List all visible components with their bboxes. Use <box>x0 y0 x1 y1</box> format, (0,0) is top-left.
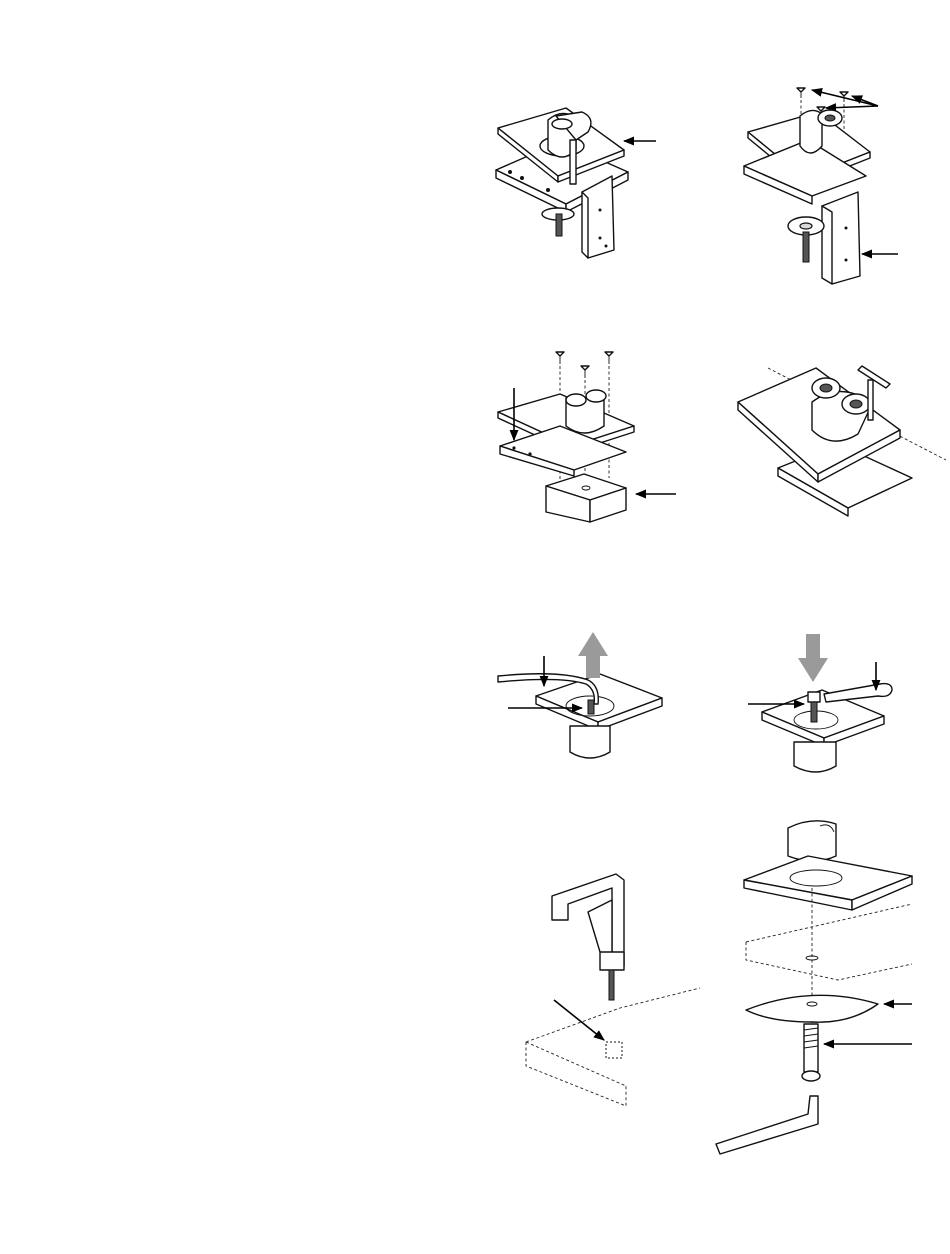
mount-plate <box>744 856 912 910</box>
desk-surface <box>526 988 700 1106</box>
washer <box>746 995 878 1022</box>
panel-grommet-exploded <box>498 352 676 522</box>
press-arrow <box>798 634 828 682</box>
hex-key-icon <box>716 1096 818 1154</box>
panel-stud-install <box>748 634 892 772</box>
mount-plate <box>536 674 662 758</box>
stud <box>588 700 594 714</box>
pivot-head <box>566 390 606 433</box>
drilled-hole <box>606 1042 622 1058</box>
mounting-block <box>546 474 626 522</box>
panel-through-bolt <box>716 821 912 1154</box>
clamp-screw <box>542 208 574 236</box>
wrench-icon <box>824 684 892 702</box>
mount-plate <box>762 690 884 772</box>
desk-surface <box>746 904 912 980</box>
screw-icon <box>556 352 613 378</box>
c-clamp <box>822 192 860 284</box>
drill-icon <box>552 874 624 1000</box>
bolt <box>802 1024 820 1081</box>
lift-arrow <box>578 632 608 678</box>
panel-stud-removal <box>498 632 662 758</box>
panel-clamp-exploded <box>744 88 898 284</box>
pivot-head <box>788 821 836 861</box>
panel-drill-hole <box>526 874 700 1106</box>
panel-head-tilt-wrench <box>738 366 946 516</box>
panel-clamp-assembled <box>496 108 656 258</box>
clamp-screw <box>788 217 824 262</box>
